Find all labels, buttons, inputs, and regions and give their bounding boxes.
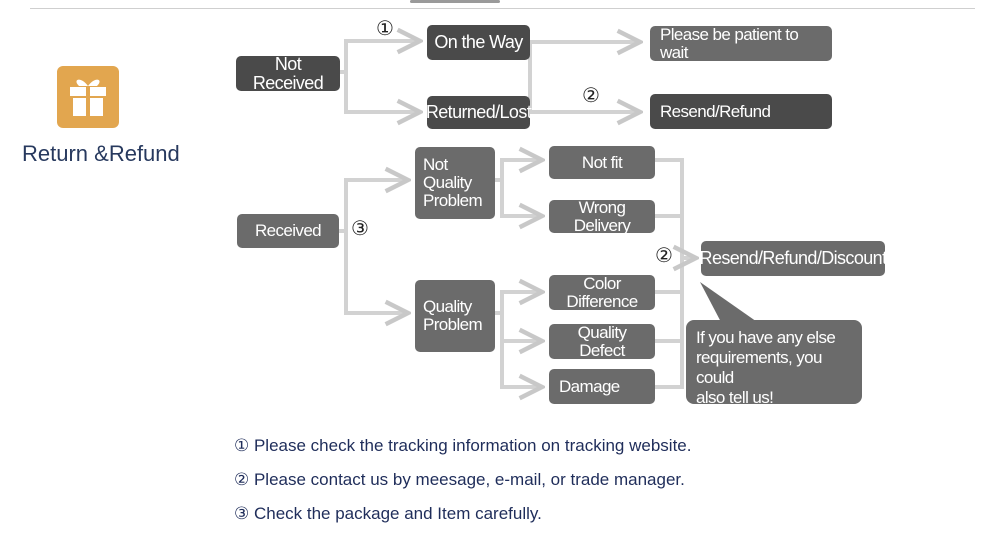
node-not-fit: Not fit	[549, 146, 655, 179]
node-wrong-delivery: Wrong Delivery	[549, 198, 655, 234]
node-color-difference: Color Difference	[549, 274, 655, 310]
top-heading-fragment	[410, 0, 500, 3]
node-received: Received	[237, 214, 339, 248]
marker-two-top: ②	[582, 85, 600, 107]
node-damage: Damage	[549, 369, 655, 404]
node-quality-defect: Quality Defect	[549, 323, 655, 359]
node-resend-refund: Resend/Refund	[650, 94, 832, 129]
notes-list: ① Please check the tracking information …	[234, 436, 691, 538]
top-divider	[30, 8, 975, 9]
marker-one: ①	[376, 18, 394, 40]
note-item: ① Please check the tracking information …	[234, 436, 692, 455]
node-on-the-way: On the Way	[427, 25, 530, 60]
node-resend-refund-discount: Resend/Refund/Discount	[700, 241, 887, 276]
marker-three: ③	[351, 218, 369, 240]
speech-bubble: If you have any else requirements, you c…	[686, 320, 862, 407]
node-quality-problem: Quality Problem	[415, 280, 495, 352]
node-not-received: Not Received	[236, 54, 340, 92]
node-returned-lost: Returned/Lost	[426, 96, 532, 129]
section-title: Return &Refund	[22, 141, 180, 166]
note-item: ③ Check the package and Item carefully.	[234, 504, 542, 523]
gift-icon	[57, 66, 119, 128]
marker-two-bottom: ②	[655, 245, 673, 267]
note-item: ② Please contact us by meesage, e-mail, …	[234, 470, 685, 489]
node-not-quality-problem: Not Quality Problem	[415, 147, 495, 219]
node-please-wait: Please be patient to wait	[650, 25, 832, 61]
